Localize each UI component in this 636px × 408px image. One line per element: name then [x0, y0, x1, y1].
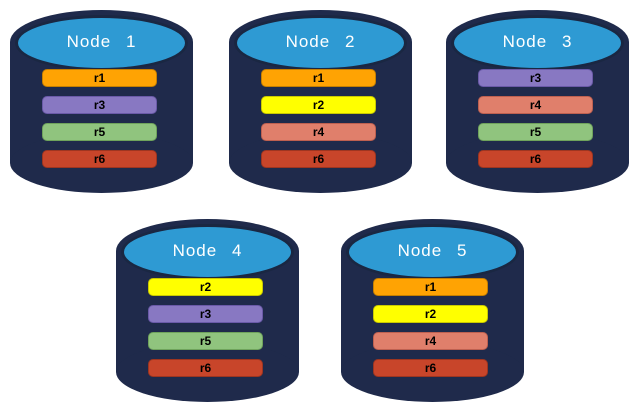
node-cylinder-4: Node 4 r2 r3 r5 r6	[116, 219, 299, 402]
replica-bar: r3	[478, 69, 593, 87]
replica-bar: r3	[42, 96, 157, 114]
replica-list: r1 r2 r4 r6	[373, 278, 488, 386]
replica-bar: r6	[261, 150, 376, 168]
replica-bar: r2	[148, 278, 263, 296]
replica-bar: r6	[148, 359, 263, 377]
replica-bar: r6	[42, 150, 157, 168]
node-title: Node 2	[285, 32, 356, 51]
replica-bar: r1	[42, 69, 157, 87]
node-cylinder-1: Node 1 r1 r3 r5 r6	[10, 10, 193, 193]
replica-bar: r6	[373, 359, 488, 377]
node-cylinder-5: Node 5 r1 r2 r4 r6	[341, 219, 524, 402]
replica-bar: r6	[478, 150, 593, 168]
replica-list: r1 r3 r5 r6	[42, 69, 157, 177]
node-title: Node 5	[397, 241, 468, 260]
replica-bar: r1	[261, 69, 376, 87]
node-title: Node 1	[66, 32, 137, 51]
replica-bar: r5	[478, 123, 593, 141]
replica-bar: r4	[261, 123, 376, 141]
node-cylinder-2: Node 2 r1 r2 r4 r6	[229, 10, 412, 193]
replica-list: r2 r3 r5 r6	[148, 278, 263, 386]
replica-list: r1 r2 r4 r6	[261, 69, 376, 177]
replica-bar: r5	[148, 332, 263, 350]
node-title: Node 4	[172, 241, 243, 260]
node-cylinder-3: Node 3 r3 r4 r5 r6	[446, 10, 629, 193]
replica-bar: r4	[373, 332, 488, 350]
replica-list: r3 r4 r5 r6	[478, 69, 593, 177]
replica-bar: r2	[373, 305, 488, 323]
replica-bar: r4	[478, 96, 593, 114]
cylinder-lid	[121, 224, 294, 280]
node-title: Node 3	[502, 32, 573, 51]
replica-bar: r5	[42, 123, 157, 141]
replica-bar: r2	[261, 96, 376, 114]
replica-bar: r3	[148, 305, 263, 323]
replica-bar: r1	[373, 278, 488, 296]
